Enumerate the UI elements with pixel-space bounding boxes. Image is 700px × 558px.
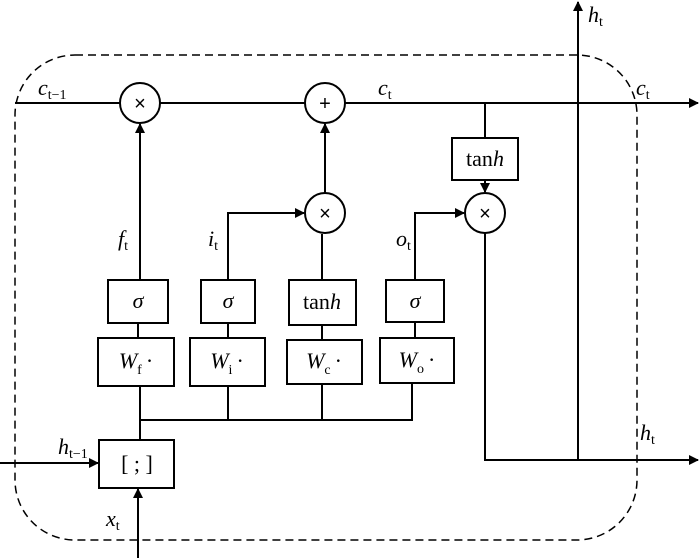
label-h-prev: ht−1: [58, 434, 88, 462]
label-c-out: ct: [636, 75, 650, 103]
label-i-gate: it: [208, 226, 218, 254]
svg-text:×: ×: [479, 203, 491, 225]
label-x-input: xt: [105, 506, 120, 534]
svg-text:Wf·: Wf·: [119, 348, 153, 378]
svg-text:Wo·: Wo·: [399, 347, 436, 377]
cell-tanh-box: tanh: [451, 137, 519, 181]
output-gate-arrow: [414, 208, 465, 280]
output-multiply-node: ×: [464, 192, 506, 234]
svg-text:Wi·: Wi·: [210, 348, 244, 378]
label-h-out: ht: [640, 420, 655, 448]
cell-add-node: +: [304, 82, 346, 124]
svg-text:tanh: tanh: [466, 146, 504, 171]
weight-c-box: Wc·: [286, 339, 363, 385]
label-h-top: ht: [588, 2, 603, 30]
svg-text:×: ×: [134, 93, 146, 115]
svg-text:+: +: [319, 93, 331, 115]
svg-text:σ: σ: [133, 288, 145, 313]
svg-text:[ ; ]: [ ; ]: [121, 451, 153, 476]
label-f-gate: ft: [118, 226, 128, 254]
hidden-output-arrow: [484, 233, 699, 465]
svg-text:tanh: tanh: [303, 289, 341, 314]
cell-boundary: [14, 54, 638, 541]
candidate-tanh-box: tanh: [288, 279, 357, 326]
svg-text:σ: σ: [223, 288, 235, 313]
weight-i-box: Wi·: [189, 337, 266, 387]
label-c-prev: ct−1: [38, 75, 67, 103]
input-multiply-node: ×: [304, 192, 346, 234]
input-sigma-box: σ: [200, 279, 256, 324]
output-sigma-box: σ: [385, 279, 445, 323]
svg-text:σ: σ: [410, 288, 422, 313]
svg-text:×: ×: [319, 203, 331, 225]
concat-box: [ ; ]: [98, 439, 175, 489]
weight-f-box: Wf·: [97, 337, 175, 387]
svg-text:Wc·: Wc·: [306, 348, 342, 378]
label-c-mid: ct: [378, 75, 392, 103]
input-arrow: [227, 208, 305, 280]
label-o-gate: ot: [396, 226, 411, 254]
forget-sigma-box: σ: [107, 279, 169, 324]
forget-multiply-node: ×: [119, 82, 161, 124]
weight-o-box: Wo·: [379, 337, 455, 384]
